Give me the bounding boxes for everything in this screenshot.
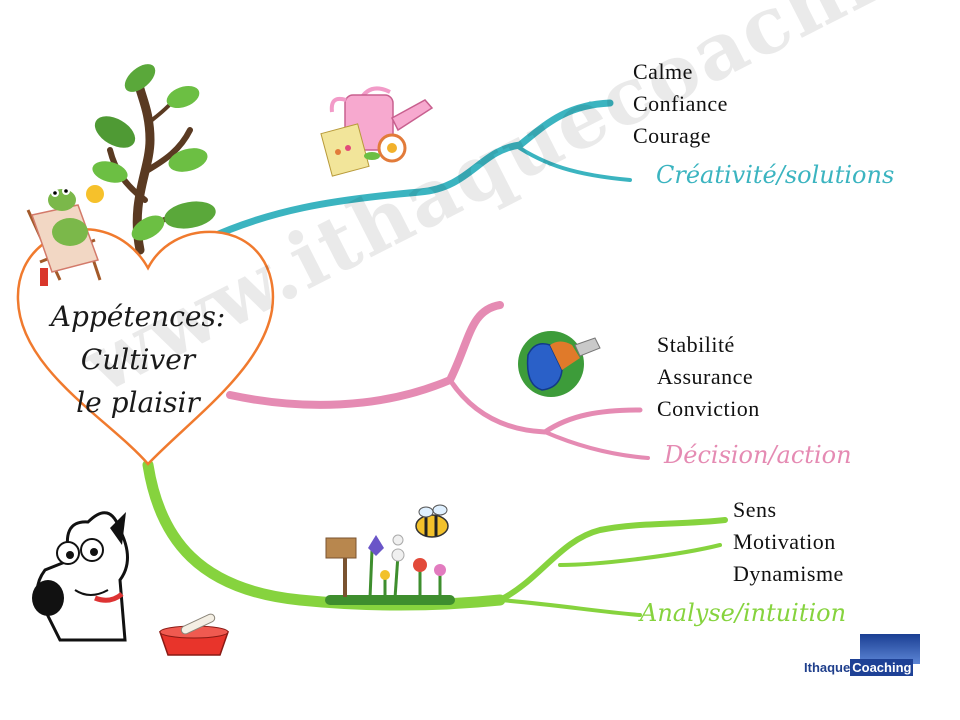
logo-text-part-2: Coaching [850,659,914,676]
leaf-item: Courage [633,123,712,148]
bee-icon [415,504,449,538]
branch-decision-label: Décision/action [664,441,852,469]
daisy-icon [364,133,407,163]
branch-decision-items: Stabilité Assurance Conviction [657,329,760,425]
branch-analyse-items: Sens Motivation Dynamisme [733,494,844,590]
center-title-line-3: le plaisir [76,386,200,419]
branch-creativite [201,99,632,244]
leaf-item: Assurance [657,364,754,389]
center-heart [16,228,275,466]
gardening-gloves-icon [518,331,601,397]
frog-on-deckchair-icon [26,185,104,286]
center-title-line-2: Cultiver [80,343,196,376]
leaf-item: Calme [633,59,693,84]
center-title: Appétences: Cultiver le plaisir [38,295,238,424]
leaf-item: Conviction [657,396,760,421]
center-title-line-1: Appétences: [50,300,226,333]
branch-analyse [142,459,728,617]
branch-analyse-label: Analyse/intuition [640,599,847,627]
leaf-item: Motivation [733,529,836,554]
leaf-item: Stabilité [657,332,735,357]
seed-packet-icon [320,123,370,177]
logo-text-part-1: Ithaque [804,660,851,675]
leaf-item: Confiance [633,91,728,116]
leaf-item: Sens [733,497,777,522]
branch-creativite-items: Calme Confiance Courage [633,56,728,152]
branch-decision [226,301,650,460]
branch-creativite-label: Créativité/solutions [656,161,895,189]
tree-icon [92,64,216,255]
dog-bowl-icon [158,613,230,656]
flower-garden-icon [325,534,455,605]
dog-icon [32,511,129,642]
leaf-item: Dynamisme [733,561,844,586]
